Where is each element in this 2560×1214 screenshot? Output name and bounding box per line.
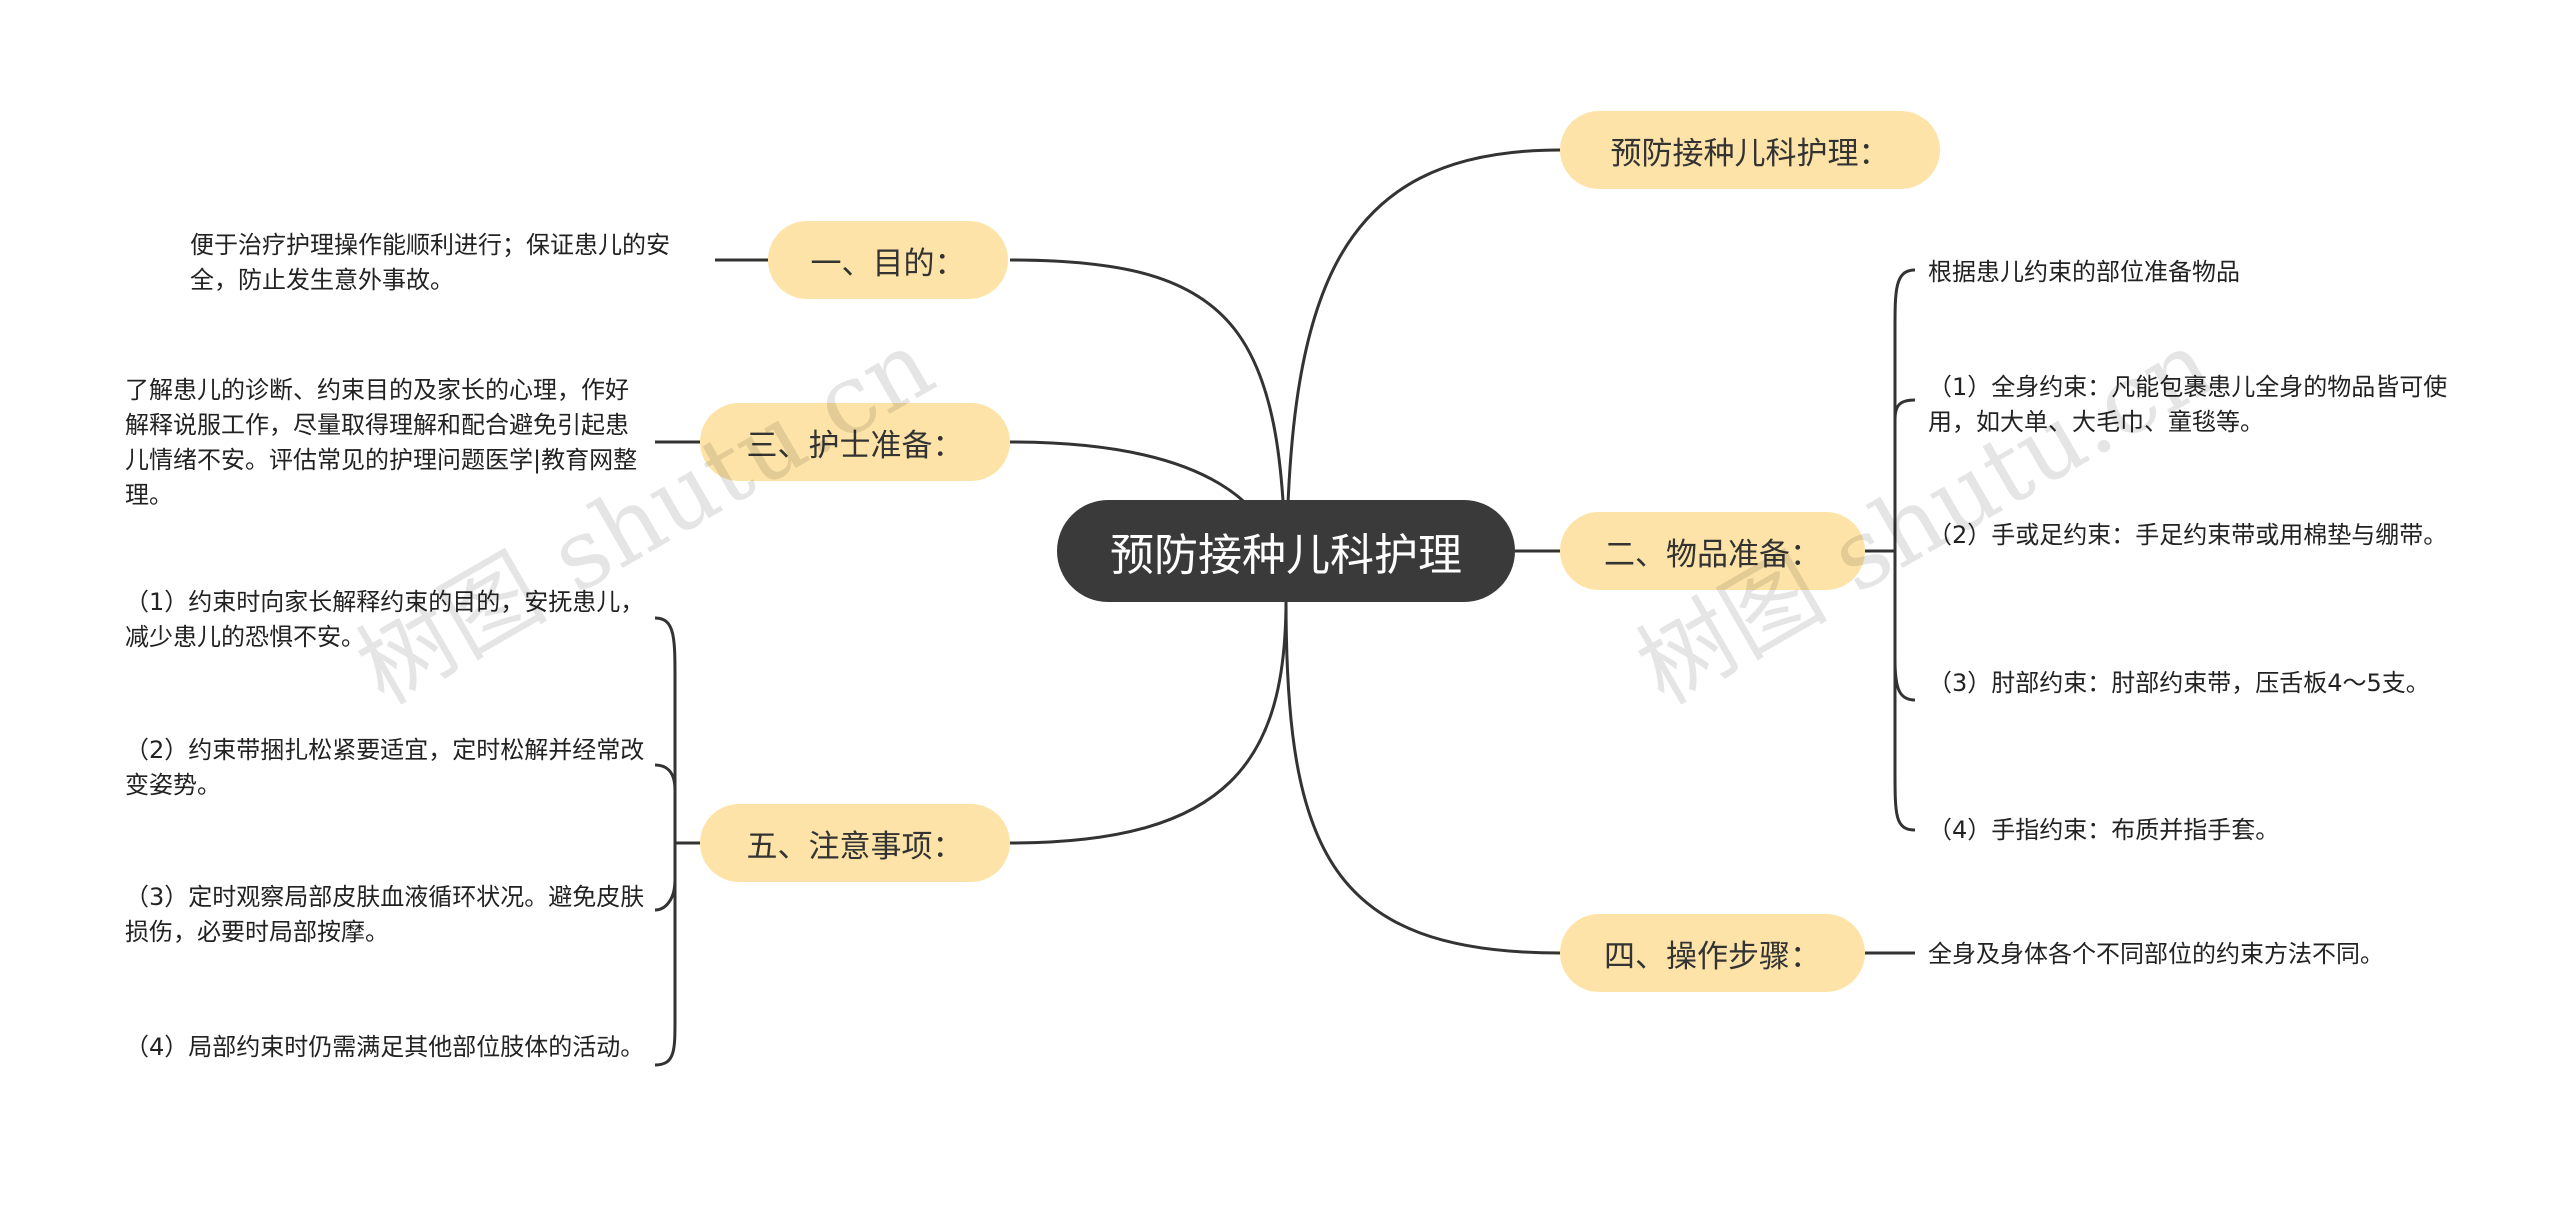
leaf-precaution-1: （1）约束时向家长解释约束的目的，安抚患儿，减少患儿的恐惧不安。 <box>125 588 645 651</box>
link-root-b4 <box>1284 599 1561 955</box>
leaf-precaution-4: （4）局部约束时仍需满足其他部位肢体的活动。 <box>125 1033 645 1061</box>
leaf-supplies-3: （3）肘部约束：肘部约束带，压舌板4～5支。 <box>1928 669 2430 697</box>
leaf-supplies-0: 根据患儿约束的部位准备物品 <box>1928 258 2240 286</box>
leaf-supplies-1: （1）全身约束：凡能包裹患儿全身的物品皆可使用，如大单、大毛巾、童毯等。 <box>1928 373 2448 436</box>
branch-node-nurse-prep[interactable]: 三、护士准备： <box>700 403 1010 481</box>
bracket-b2 <box>1865 268 1916 832</box>
branch-node-title[interactable]: 预防接种儿科护理： <box>1560 111 1940 189</box>
root-node[interactable]: 预防接种儿科护理 <box>1057 500 1515 602</box>
bracket-b5 <box>654 616 700 1067</box>
link-root-b1 <box>1009 258 1288 601</box>
leaf-steps: 全身及身体各个不同部位的约束方法不同。 <box>1928 940 2384 968</box>
branch-node-purpose[interactable]: 一、目的： <box>768 221 1008 299</box>
branch-node-supplies[interactable]: 二、物品准备： <box>1560 512 1865 590</box>
leaf-precaution-2: （2）约束带捆扎松紧要适宜，定时松解并经常改变姿势。 <box>125 736 645 799</box>
leaf-supplies-4: （4）手指约束：布质并指手套。 <box>1928 816 2280 844</box>
link-root-b5 <box>1009 599 1288 845</box>
leaf-precaution-3: （3）定时观察局部皮肤血液循环状况。避免皮肤损伤，必要时局部按摩。 <box>125 883 645 946</box>
leaf-nurse-prep: 了解患儿的诊断、约束目的及家长的心理，作好解释说服工作，尽量取得理解和配合避免引… <box>125 376 638 509</box>
leaf-purpose: 便于治疗护理操作能顺利进行；保证患儿的安全，防止发生意外事故。 <box>190 231 670 294</box>
branch-node-precautions[interactable]: 五、注意事项： <box>700 804 1010 882</box>
branch-node-steps[interactable]: 四、操作步骤： <box>1560 914 1865 992</box>
leaf-supplies-2: （2）手或足约束：手足约束带或用棉垫与绷带。 <box>1928 521 2448 549</box>
link-root-b0 <box>1284 148 1561 601</box>
